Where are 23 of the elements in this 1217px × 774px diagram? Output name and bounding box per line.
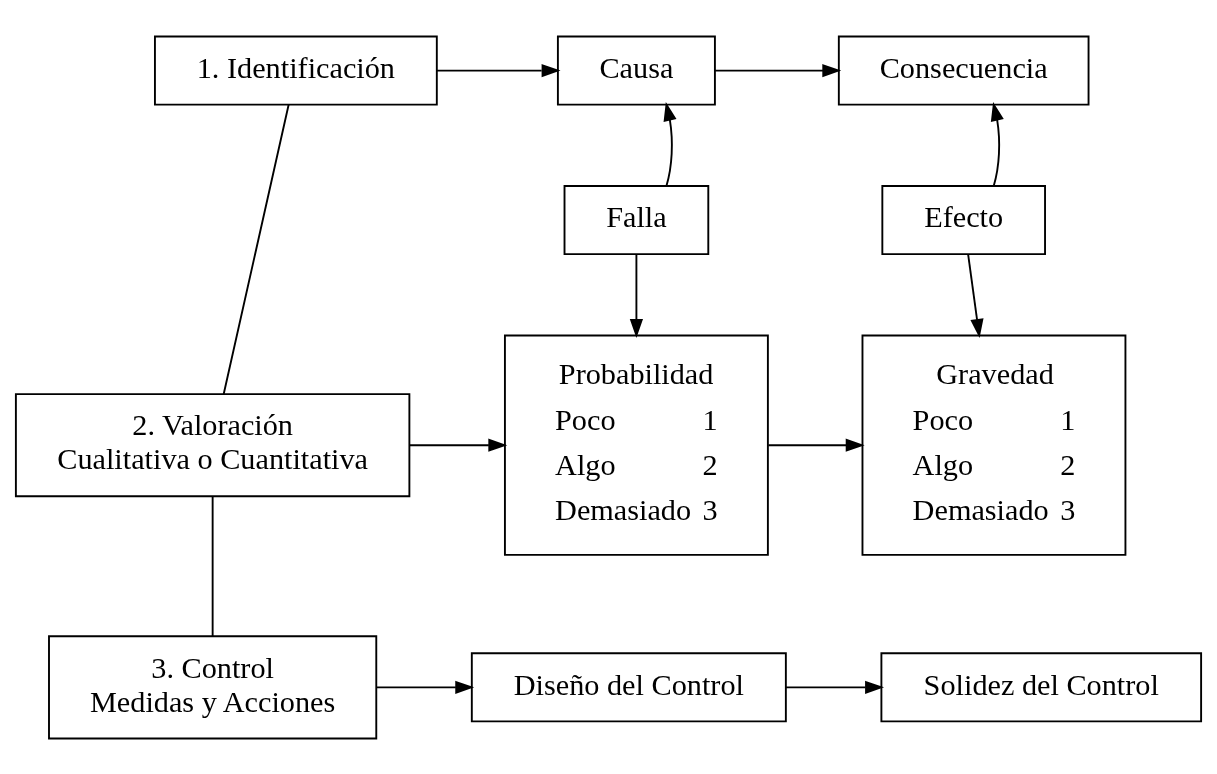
node-box: Falla	[563, 184, 710, 255]
arrow	[435, 63, 561, 77]
node-box: Diseño del Control	[470, 651, 787, 722]
node-box: Consecuencia	[837, 35, 1090, 106]
node-box: Probabilidad Poco 1 Algo 2 Demasiado 3	[503, 334, 769, 556]
arrow	[990, 101, 1004, 187]
node-box: 1. Identificación	[154, 35, 438, 106]
node-box: Causa	[556, 35, 716, 106]
arrow	[408, 438, 508, 452]
arrow	[663, 101, 677, 187]
arrow	[784, 680, 885, 694]
node-box: 2. Valoración Cualitativa o Cuantitativa	[14, 392, 411, 497]
arrow	[767, 438, 865, 452]
node-box: 3. Control Medidas y Acciones	[48, 634, 378, 739]
arrow	[375, 680, 475, 694]
node-box: Efecto	[881, 184, 1046, 255]
connector	[222, 103, 290, 395]
arrow	[629, 252, 644, 338]
node-box: Gravedad Poco 1 Algo 2 Demasiado 3	[861, 334, 1127, 556]
arrow	[714, 63, 842, 77]
arrow	[967, 252, 984, 338]
node-box: Solidez del Control	[880, 651, 1203, 722]
connector	[211, 495, 214, 637]
